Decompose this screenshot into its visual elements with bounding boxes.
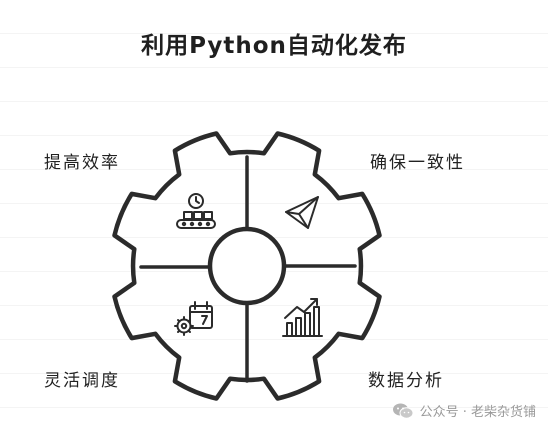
label-flexible-scheduling: 灵活调度 [44, 371, 120, 391]
watermark-text: 公众号 · 老柴杂货铺 [419, 405, 536, 420]
label-data-analysis: 数据分析 [368, 371, 444, 391]
gear-hub [207, 226, 287, 306]
calendar-gear-icon [174, 301, 213, 336]
growth-chart-icon [282, 298, 323, 337]
watermark: 公众号 · 老柴杂货铺 [392, 401, 536, 420]
gear-outline [112, 131, 382, 401]
label-improve-efficiency: 提高效率 [44, 153, 120, 173]
conveyor-clock-icon [176, 193, 216, 229]
paper-plane-icon [285, 196, 319, 229]
label-ensure-consistency: 确保一致性 [370, 153, 465, 173]
diagram-title: 利用Python自动化发布 [141, 33, 407, 59]
wechat-icon [392, 403, 414, 419]
